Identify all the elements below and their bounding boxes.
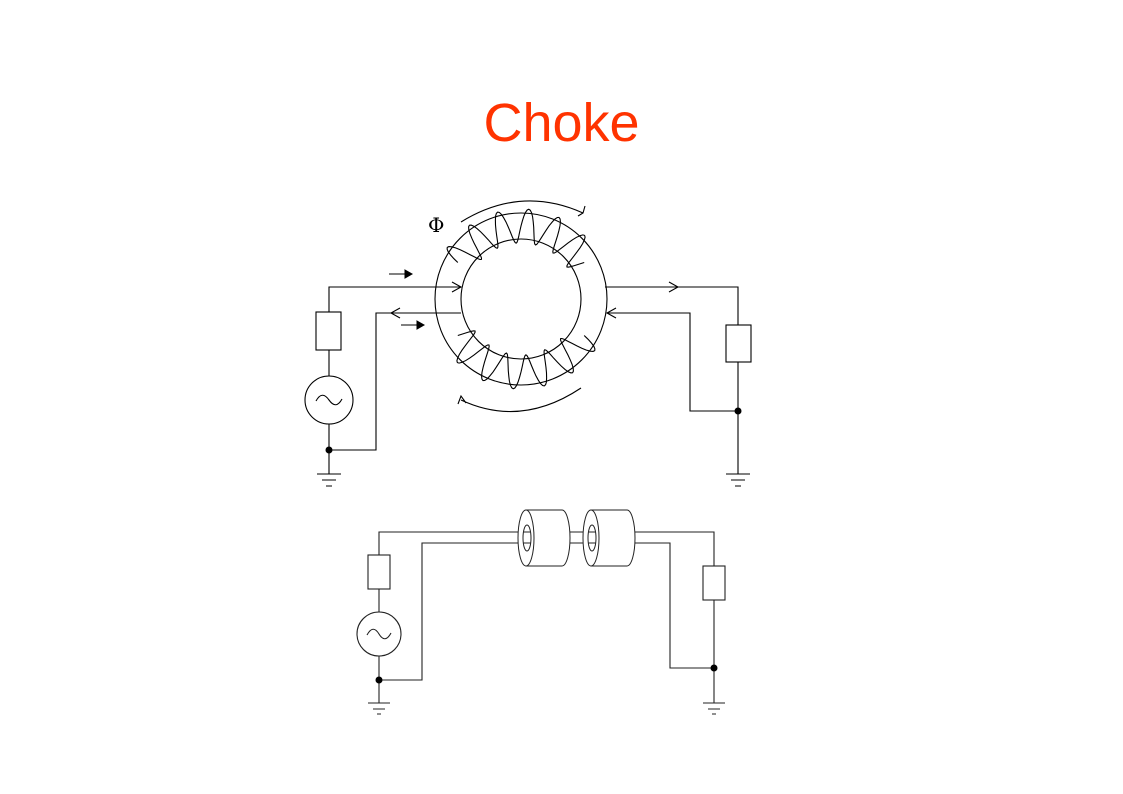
wire-right-top bbox=[605, 281, 739, 325]
ac-source-left bbox=[304, 375, 354, 425]
ground-icon bbox=[726, 473, 750, 487]
ferrite-circuit bbox=[356, 509, 726, 715]
ground-icon bbox=[368, 702, 390, 715]
flux-arc-bottom bbox=[457, 387, 582, 413]
node-left bbox=[325, 446, 333, 454]
resistor-right bbox=[725, 324, 752, 363]
node-right bbox=[734, 407, 742, 415]
current-arrow-icon bbox=[389, 269, 414, 279]
ferrite-bead-2 bbox=[582, 509, 636, 567]
ferrite-bead-1 bbox=[517, 509, 571, 567]
resistor-left bbox=[315, 311, 342, 351]
ground-icon bbox=[317, 473, 341, 487]
sine-icon bbox=[366, 628, 392, 640]
slide-title: Choke bbox=[483, 93, 640, 153]
resistor-right bbox=[702, 565, 726, 601]
resistor-left bbox=[367, 554, 391, 590]
node-left bbox=[375, 676, 383, 684]
ac-source-left bbox=[356, 611, 402, 657]
sine-icon bbox=[315, 394, 343, 406]
flux-arc-top bbox=[460, 200, 586, 223]
toroid-inner bbox=[460, 238, 582, 360]
toroid-outer bbox=[434, 212, 608, 386]
wire-left-return bbox=[329, 307, 461, 451]
toroid-circuit: Φ bbox=[304, 200, 752, 487]
current-arrow-icon bbox=[401, 320, 426, 330]
flux-label: Φ bbox=[428, 213, 444, 237]
wire-right-return bbox=[605, 307, 738, 412]
toroid-winding bbox=[446, 208, 596, 390]
node-right bbox=[710, 664, 718, 672]
wire-left-top bbox=[328, 281, 463, 312]
ground-icon bbox=[703, 702, 725, 715]
